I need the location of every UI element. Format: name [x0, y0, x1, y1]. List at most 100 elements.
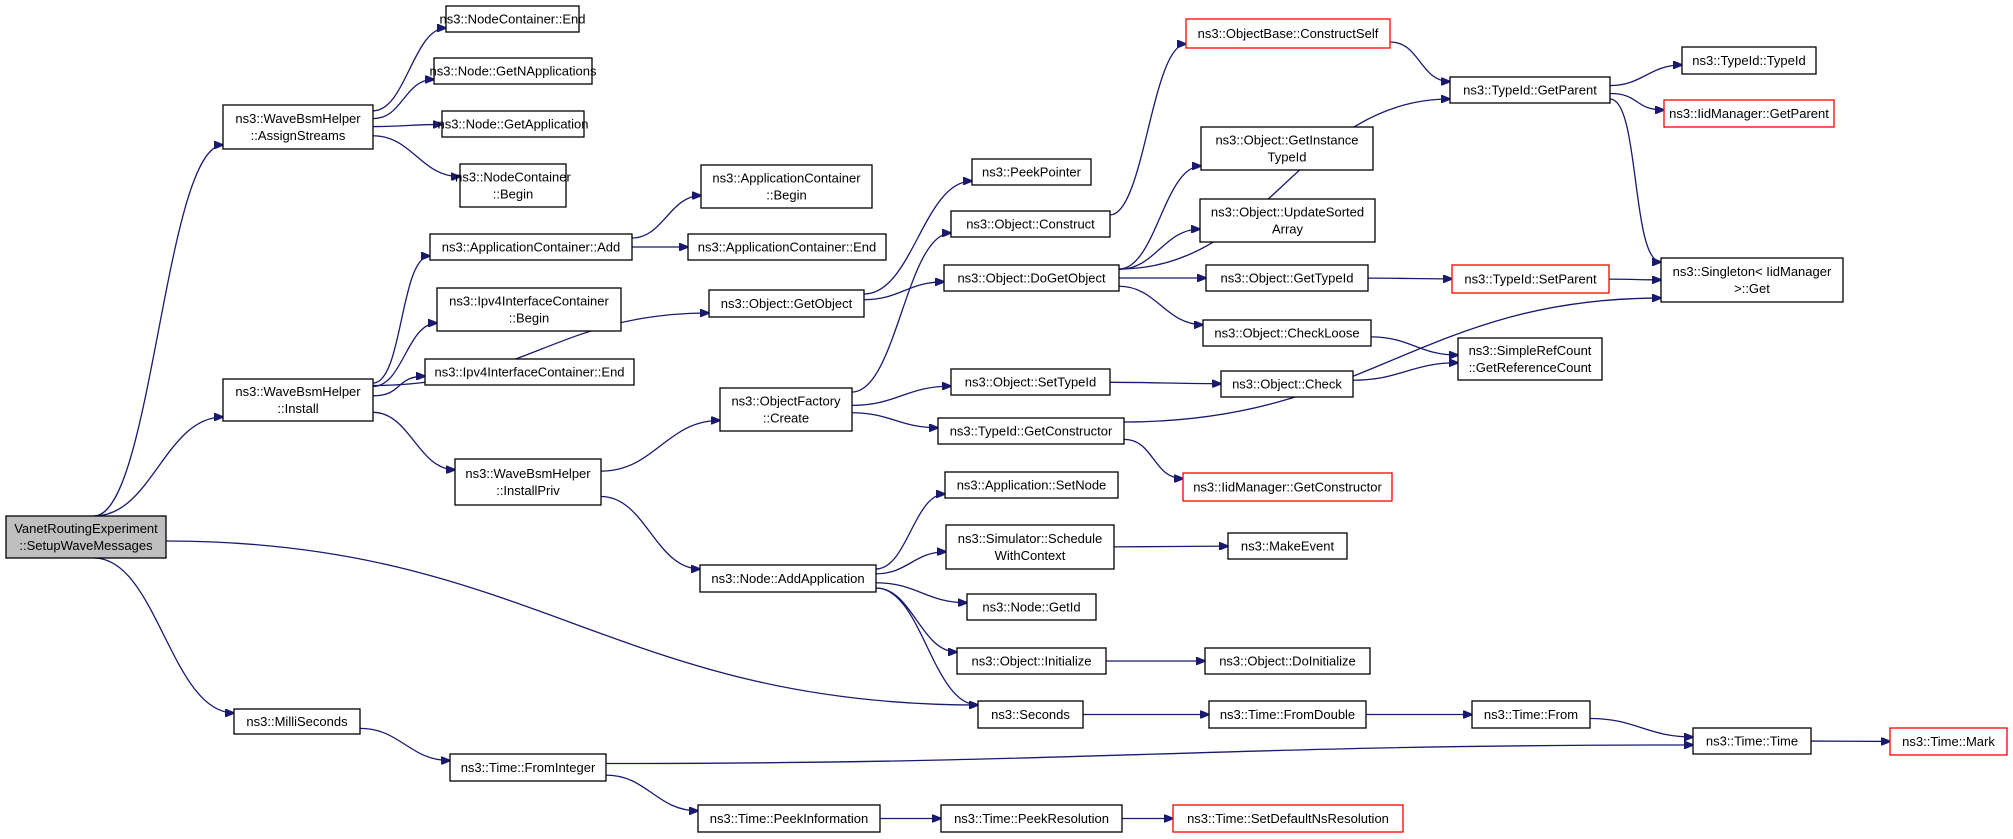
- node-box: [699, 564, 877, 593]
- edge-path: [600, 420, 720, 472]
- edge-obj_dogetobject-to-obj_checkloose: [1118, 285, 1203, 325]
- node-objbase-constructself[interactable]: ns3::ObjectBase::ConstructSelf: [1185, 18, 1391, 49]
- node-makeevent[interactable]: ns3::MakeEvent: [1227, 532, 1348, 560]
- edge-path: [359, 727, 450, 760]
- node-label: ns3::TypeId::SetParent: [1464, 272, 1597, 287]
- node-obj-gettypeid[interactable]: ns3::Object::GetTypeId: [1205, 264, 1369, 292]
- edge-path: [372, 135, 460, 177]
- node-label: ns3::Seconds: [991, 707, 1070, 722]
- node-label: ::Begin: [509, 311, 549, 326]
- node-iidmanager-getparent[interactable]: ns3::IidManager::GetParent: [1663, 99, 1835, 128]
- node-ipv4ic-begin[interactable]: ns3::Ipv4InterfaceContainer::Begin: [436, 287, 622, 332]
- node-box: [459, 163, 567, 208]
- node-time-fromint[interactable]: ns3::Time::FromInteger: [449, 753, 607, 782]
- node-time-mark[interactable]: ns3::Time::Mark: [1889, 727, 2008, 756]
- node-obj-initialize[interactable]: ns3::Object::Initialize: [956, 647, 1107, 675]
- node-label: ::InstallPriv: [496, 483, 560, 498]
- node-obj-getobject[interactable]: ns3::Object::GetObject: [708, 289, 865, 318]
- node-box: [937, 417, 1125, 445]
- node-nc-end[interactable]: ns3::NodeContainer::End: [440, 5, 586, 33]
- node-simplerefcount[interactable]: ns3::SimpleRefCount::GetReferenceCount: [1457, 337, 1603, 381]
- edge-time_from-to-time_time: [1589, 717, 1693, 737]
- node-installpriv[interactable]: ns3::WaveBsmHelper::InstallPriv: [454, 458, 602, 506]
- node-install[interactable]: ns3::WaveBsmHelper::Install: [222, 378, 374, 422]
- node-obj-doinitialize[interactable]: ns3::Object::DoInitialize: [1204, 647, 1371, 675]
- node-time-peekres[interactable]: ns3::Time::PeekResolution: [940, 804, 1123, 833]
- node-objfactory-create[interactable]: ns3::ObjectFactory::Create: [719, 387, 853, 432]
- node-label: ns3::IidManager::GetParent: [1669, 106, 1829, 121]
- edge-time_fromint-to-time_peekinfo: [605, 774, 698, 811]
- edge-installpriv-to-objfactory_create: [600, 420, 720, 472]
- node-nc-begin[interactable]: ns3::NodeContainer::Begin: [455, 163, 571, 208]
- node-node-addapp[interactable]: ns3::Node::AddApplication: [699, 564, 877, 593]
- node-time-from[interactable]: ns3::Time::From: [1471, 700, 1591, 729]
- node-time-fromdouble[interactable]: ns3::Time::FromDouble: [1208, 700, 1367, 729]
- node-label: ns3::ApplicationContainer: [712, 171, 861, 186]
- node-singleton-get[interactable]: ns3::Singleton< IidManager >::Get: [1660, 257, 1844, 303]
- node-box: [956, 647, 1107, 675]
- node-label: ns3::SimpleRefCount: [1469, 343, 1592, 358]
- edge-path: [1609, 65, 1682, 87]
- edge-typeid_setparent-to-singleton_get: [1608, 279, 1661, 280]
- edge-root-to-seconds: [165, 540, 978, 705]
- edge-path: [1118, 285, 1203, 325]
- node-milliseconds[interactable]: ns3::MilliSeconds: [233, 708, 361, 735]
- node-obj-checkloose[interactable]: ns3::Object::CheckLoose: [1202, 319, 1372, 347]
- node-root[interactable]: VanetRoutingExperiment::SetupWaveMessage…: [5, 515, 167, 559]
- node-node-getid[interactable]: ns3::Node::GetId: [966, 593, 1097, 621]
- node-app-setnode[interactable]: ns3::Application::SetNode: [944, 471, 1119, 499]
- node-time-setdefaultnsres[interactable]: ns3::Time::SetDefaultNsResolution: [1172, 804, 1404, 833]
- node-box: [429, 233, 633, 261]
- node-ac-end[interactable]: ns3::ApplicationContainer::End: [687, 233, 887, 261]
- node-label: ns3::Time::FromInteger: [461, 760, 596, 775]
- node-label: ns3::Node::GetApplication: [437, 117, 588, 132]
- node-label: ns3::PeekPointer: [982, 165, 1082, 180]
- node-box: [1202, 319, 1372, 347]
- node-box: [1449, 76, 1611, 104]
- node-iidmanager-getctor[interactable]: ns3::IidManager::GetConstructor: [1182, 472, 1393, 502]
- node-node-getnapps[interactable]: ns3::Node::GetNApplications: [430, 57, 597, 85]
- edge-path: [863, 181, 972, 295]
- node-box: [1660, 257, 1844, 303]
- node-obj-check[interactable]: ns3::Object::Check: [1220, 370, 1354, 398]
- node-ac-add[interactable]: ns3::ApplicationContainer::Add: [429, 233, 633, 261]
- node-label: ns3::ApplicationContainer::Add: [442, 240, 621, 255]
- node-box: [966, 593, 1097, 621]
- node-assignstreams[interactable]: ns3::WaveBsmHelper::AssignStreams: [222, 104, 374, 150]
- node-obj-construct[interactable]: ns3::Object::Construct: [950, 210, 1111, 238]
- edge-path: [93, 557, 234, 713]
- node-label: WithContext: [995, 548, 1066, 563]
- node-seconds[interactable]: ns3::Seconds: [977, 700, 1084, 729]
- node-ipv4ic-end[interactable]: ns3::Ipv4InterfaceContainer::End: [424, 358, 635, 386]
- node-ac-begin[interactable]: ns3::ApplicationContainer::Begin: [700, 164, 873, 209]
- node-typeid-typeid[interactable]: ns3::TypeId::TypeId: [1681, 46, 1817, 75]
- node-time-time[interactable]: ns3::Time::Time: [1692, 727, 1812, 755]
- node-label: ns3::Object::DoGetObject: [957, 271, 1106, 286]
- edge-obj_settypeid-to-obj_check: [1109, 382, 1221, 383]
- node-box: [5, 515, 167, 559]
- node-label: ::Begin: [493, 187, 533, 202]
- edge-path: [1370, 336, 1458, 355]
- node-typeid-getparent[interactable]: ns3::TypeId::GetParent: [1449, 76, 1611, 104]
- node-typeid-getctor[interactable]: ns3::TypeId::GetConstructor: [937, 417, 1125, 445]
- edge-install-to-installpriv: [372, 411, 455, 469]
- edge-path: [1609, 92, 1664, 110]
- edge-root-to-assignstreams: [93, 145, 223, 517]
- node-label: ns3::Node::GetId: [982, 600, 1080, 615]
- edge-path: [875, 494, 945, 570]
- node-label: ns3::Object::Initialize: [972, 654, 1092, 669]
- edge-obj_checkloose-to-simplerefcount: [1370, 336, 1458, 355]
- node-obj-dogetobject[interactable]: ns3::Object::DoGetObject: [943, 264, 1120, 292]
- edge-node_addapp-to-app_setnode: [875, 494, 945, 570]
- node-node-getapp[interactable]: ns3::Node::GetApplication: [437, 110, 589, 138]
- node-time-peekinfo[interactable]: ns3::Time::PeekInformation: [697, 804, 881, 833]
- node-box: [1199, 198, 1376, 243]
- node-obj-settypeid[interactable]: ns3::Object::SetTypeId: [950, 368, 1111, 396]
- edge-objfactory_create-to-typeid_getctor: [851, 412, 938, 428]
- node-peekpointer[interactable]: ns3::PeekPointer: [971, 158, 1092, 186]
- node-typeid-setparent[interactable]: ns3::TypeId::SetParent: [1451, 264, 1610, 294]
